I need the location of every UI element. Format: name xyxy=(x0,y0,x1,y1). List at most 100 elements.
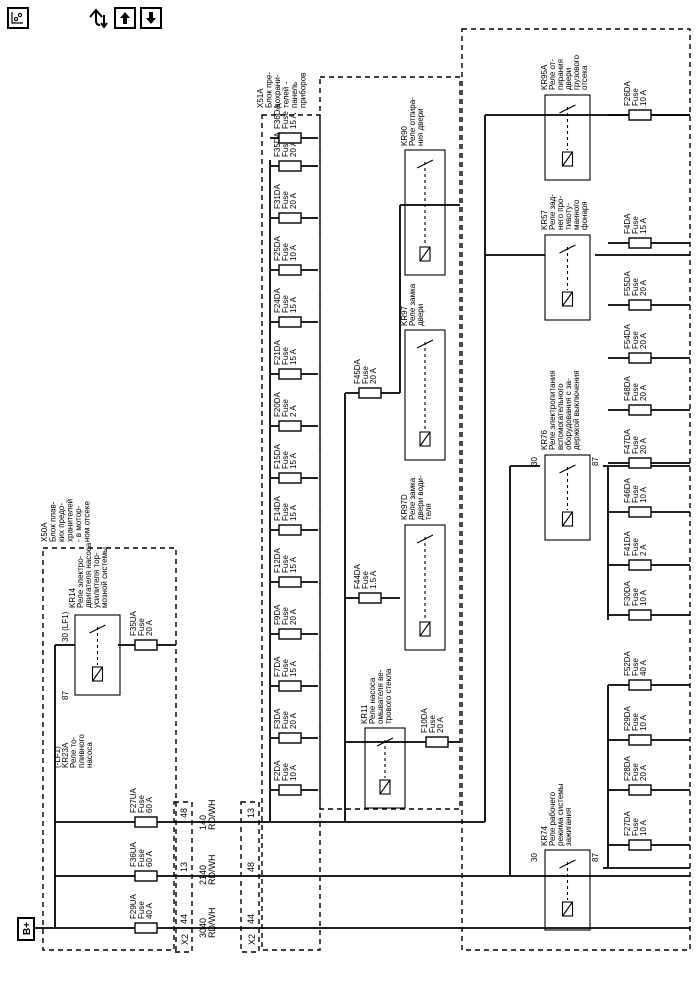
kr74-pin87-line: 87 xyxy=(591,853,600,862)
pin-right-48-line: 48 xyxy=(246,862,256,872)
fuse-label: Fuse xyxy=(137,795,146,813)
relay-kr11[interactable] xyxy=(364,727,406,809)
fuse-label: 15 A xyxy=(289,112,298,129)
relay-kr57[interactable] xyxy=(544,234,591,321)
fuse-label: Fuse xyxy=(281,295,290,313)
fuse-label: Fuse xyxy=(631,88,640,106)
kr95a-label-line: отсека xyxy=(580,65,589,90)
fuse-label: 10 A xyxy=(289,244,298,261)
wire-label-2140-line: RD/WH xyxy=(207,855,217,886)
fuse-label: F26DA xyxy=(623,80,632,106)
fuse-label: F28DA xyxy=(623,755,632,781)
power-label-text: B+ xyxy=(22,922,33,935)
wire-label-140-line: 140 xyxy=(198,815,208,830)
kr74-label-line: Реле рабочего xyxy=(548,791,557,846)
pin-left-44-line: 44 xyxy=(179,914,189,924)
arrow-down-icon[interactable] xyxy=(140,7,162,29)
relay-kr90[interactable] xyxy=(404,149,446,276)
fuse-label: Fuse xyxy=(631,331,640,349)
fuse-label: 20 A xyxy=(436,716,445,733)
kr14-pin87-line: 87 xyxy=(61,691,70,700)
kr57-label-line: тивоту- xyxy=(564,203,573,230)
swap-route-icon[interactable] xyxy=(87,7,109,29)
kr11-label-line: омывателя ве- xyxy=(376,669,385,724)
fuse-label: Fuse xyxy=(361,571,370,589)
x51a-box xyxy=(261,114,321,951)
fuse-label: 2 A xyxy=(289,405,298,417)
fuse-label: 10 A xyxy=(639,589,648,606)
kr57-label-line: него про- xyxy=(556,195,565,230)
relay-kr14[interactable] xyxy=(74,614,121,696)
fuse-label: F15DA xyxy=(273,443,282,469)
relay-kr95a[interactable] xyxy=(544,94,591,181)
fuse-label: 20 A xyxy=(289,608,298,625)
x51a-label-line: дохрани- xyxy=(273,74,282,108)
fuse-label: F9DA xyxy=(273,604,282,625)
fuse-label: F24DA xyxy=(273,287,282,313)
fuse-label: Fuse xyxy=(631,538,640,556)
location-icon[interactable] xyxy=(7,7,29,29)
relay-kr74[interactable] xyxy=(544,849,591,931)
fuse-label: 20 A xyxy=(289,712,298,729)
fuse-label: Fuse xyxy=(631,436,640,454)
fuse-label: 15 A xyxy=(289,296,298,313)
relay-kr97[interactable] xyxy=(404,329,446,461)
wires xyxy=(30,114,690,929)
relay-kr76[interactable] xyxy=(544,454,591,541)
fuse-label: Fuse xyxy=(281,555,290,573)
fuse-label: F12DA xyxy=(273,547,282,573)
fuse-label: Fuse xyxy=(631,763,640,781)
fuse-label: 15 A xyxy=(289,660,298,677)
connector-x2-right xyxy=(240,801,260,953)
arrow-up-icon[interactable] xyxy=(114,7,136,29)
x50a-label-line: ких предо- xyxy=(57,503,66,542)
fuse-label: F47DA xyxy=(623,428,632,454)
kr74-label-line: зажигания xyxy=(564,808,573,846)
fuse-label: F3DA xyxy=(273,708,282,729)
kr14-label-line: усилителя тор- xyxy=(92,552,101,608)
relay-kr97d[interactable] xyxy=(404,524,446,651)
kr76-pin30: 30 xyxy=(530,457,539,466)
fuse-label: 15 A xyxy=(289,556,298,573)
fuse-label: Fuse xyxy=(631,383,640,401)
fuse-label: 1.5 A xyxy=(369,570,378,589)
